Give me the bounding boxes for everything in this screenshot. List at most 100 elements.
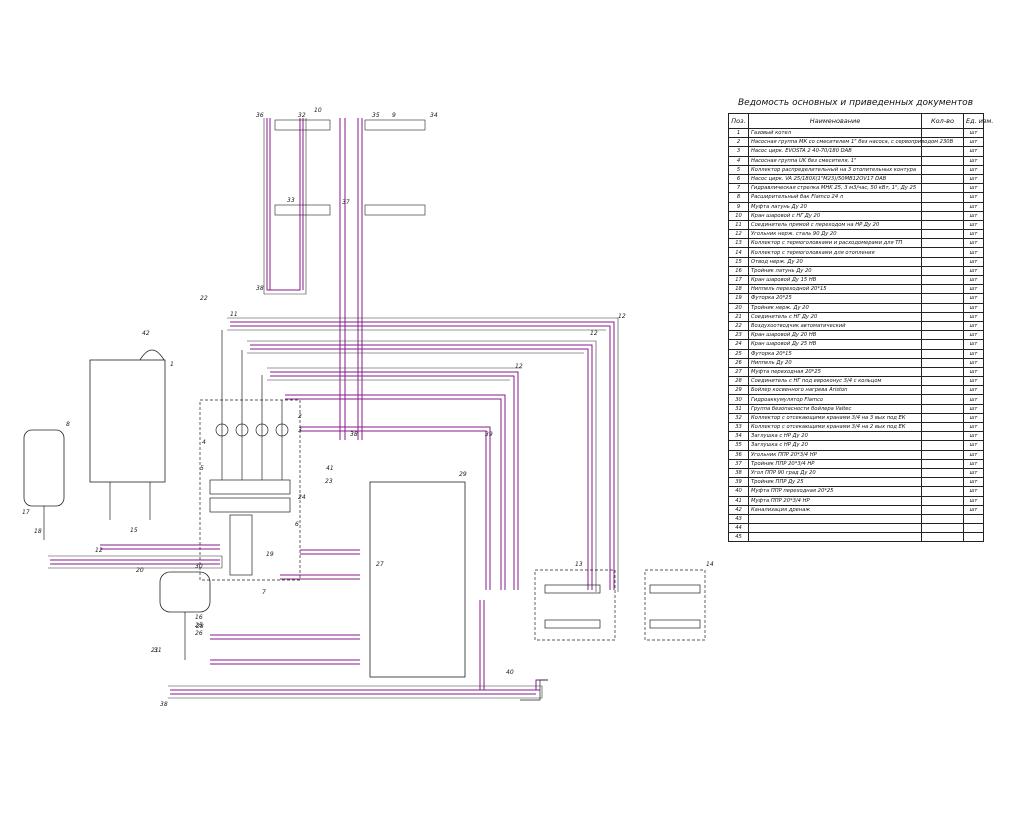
label-7: 7 [262,589,266,596]
row-unit [963,532,984,543]
row-qty [921,431,964,442]
row-unit: шт [963,256,984,267]
row-unit: шт [963,274,984,286]
row-qty [921,513,964,525]
row-unit: шт [963,394,984,405]
row-unit: шт [963,339,984,350]
label-38c: 38 [160,701,168,708]
row-name: Насосная группа МК со смесителем 1" без … [748,137,953,148]
label-15: 15 [130,527,138,534]
row-unit: шт [963,431,984,442]
row-qty [921,247,964,258]
row-pos: 44 [728,523,749,534]
label-17: 17 [22,509,30,516]
row-pos: 39 [728,477,749,488]
row-unit: шт [963,238,984,249]
row-qty [921,412,964,424]
row-pos: 31 [728,403,749,414]
row-name: Гидроаккумулятор Flamco [748,394,922,405]
gas-boiler [89,349,166,520]
row-name: Насос цирк. VA 25/180X(1"M23)/50MB12OV17… [748,173,922,185]
row-unit: шт [963,302,984,313]
label-18: 18 [34,528,42,535]
row-pos: 22 [728,320,749,332]
table-row: 43 [728,513,984,525]
row-qty [921,265,964,277]
row-name: Муфта ППР переходная 20*25 [748,486,922,497]
row-pos: 40 [728,486,749,497]
hydraulic-manifold [199,330,301,581]
row-pos: 10 [728,210,749,221]
row-pos: 25 [728,348,749,359]
row-name: Тройник ППР 20*3/4 НР [748,458,922,469]
label-39: 39 [485,431,493,438]
label-27: 27 [376,561,384,568]
row-pos: 26 [728,357,749,368]
row-qty [921,477,964,488]
row-qty [921,366,964,378]
row-name: Кран шаровой Ду 15 НВ [748,274,922,286]
row-unit: шт [963,458,984,469]
row-pos: 5 [728,164,749,175]
header-name: Наименование [748,113,922,129]
row-unit: шт [963,265,984,277]
row-pos: 29 [728,385,749,396]
row-name: Группа безопасности бойлера Valtec [748,403,922,414]
row-name: Отвод нерж. Ду 20 [748,256,922,267]
row-pos: 11 [728,219,749,231]
label-32: 32 [298,112,306,119]
label-38a: 38 [256,285,264,292]
row-pos: 14 [728,247,749,258]
row-qty [921,403,964,414]
row-qty [921,320,964,332]
row-pos: 43 [728,513,749,525]
row-name [748,532,922,543]
row-unit: шт [963,357,984,368]
row-qty [921,330,964,341]
row-qty [921,274,964,286]
indirect-water-heater [369,481,466,678]
row-qty [921,210,964,221]
row-qty [921,311,964,322]
row-unit: шт [963,504,984,515]
row-name: Кран шаровой с НГ Ду 20 [748,210,922,221]
label-12c: 12 [515,363,523,370]
floor-collectors [534,569,706,641]
row-pos: 41 [728,495,749,506]
row-pos: 7 [728,183,749,194]
row-name: Заглушка с НР Ду 20 [748,431,922,442]
row-name: Футорка 20*15 [748,348,922,359]
pipe-network [50,118,615,695]
row-pos: 45 [728,532,749,543]
row-unit: шт [963,376,984,387]
row-name: Газовый котел [748,127,922,139]
row-name: Коллектор с термоголовками и расходомера… [748,238,922,249]
drain-pipe [520,679,548,701]
spec-table-title: Ведомость основных и приведенных докумен… [738,98,973,108]
row-name: Муфта латунь Ду 20 [748,201,922,212]
upper-collectors [274,119,426,216]
row-name: Соединитель прямой с переходом на НР Ду … [748,219,922,231]
row-pos: 1 [728,127,749,139]
row-name: Бойлер косвенного нагрева Ariston [748,385,922,396]
row-name: Расширительный бак Flamco 24 л [748,192,922,203]
row-unit: шт [963,440,984,451]
